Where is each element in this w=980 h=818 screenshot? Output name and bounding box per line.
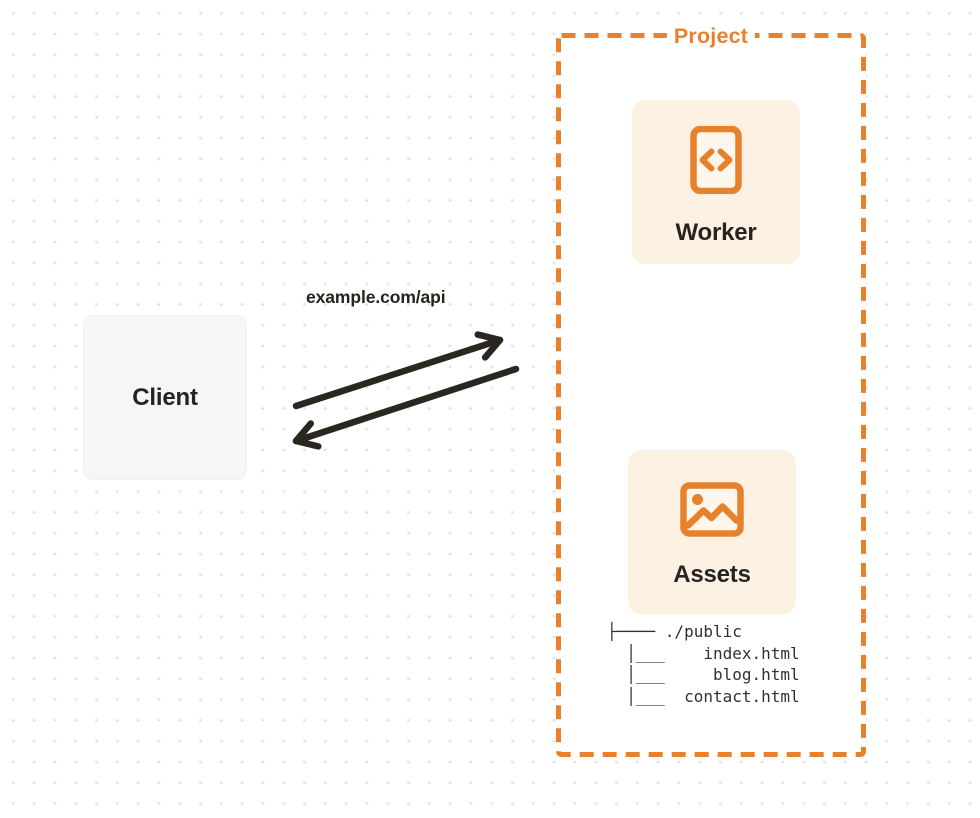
client-node: Client — [83, 315, 247, 480]
project-label: Project — [666, 24, 756, 48]
file-tree-line: ├──── ./public — [607, 622, 742, 641]
file-tree-line: │___ contact.html — [607, 686, 800, 706]
request-url-label: example.com/api — [306, 287, 446, 307]
code-file-icon — [690, 126, 742, 194]
image-icon — [680, 482, 744, 537]
assets-node: Assets — [628, 450, 796, 614]
file-tree-line: │___ index.html — [607, 643, 800, 663]
assets-label: Assets — [673, 561, 751, 588]
assets-file-tree: ├──── ./public │___ index.html │___ blog… — [607, 621, 800, 707]
project-boundary: Project Worker Assets ├──── ./public │__… — [556, 24, 866, 757]
file-tree-line: │___ blog.html — [607, 665, 800, 684]
worker-label: Worker — [675, 219, 757, 246]
client-label: Client — [132, 383, 198, 411]
response-arrow — [292, 365, 520, 450]
worker-node: Worker — [632, 100, 800, 264]
request-arrow — [292, 331, 504, 410]
